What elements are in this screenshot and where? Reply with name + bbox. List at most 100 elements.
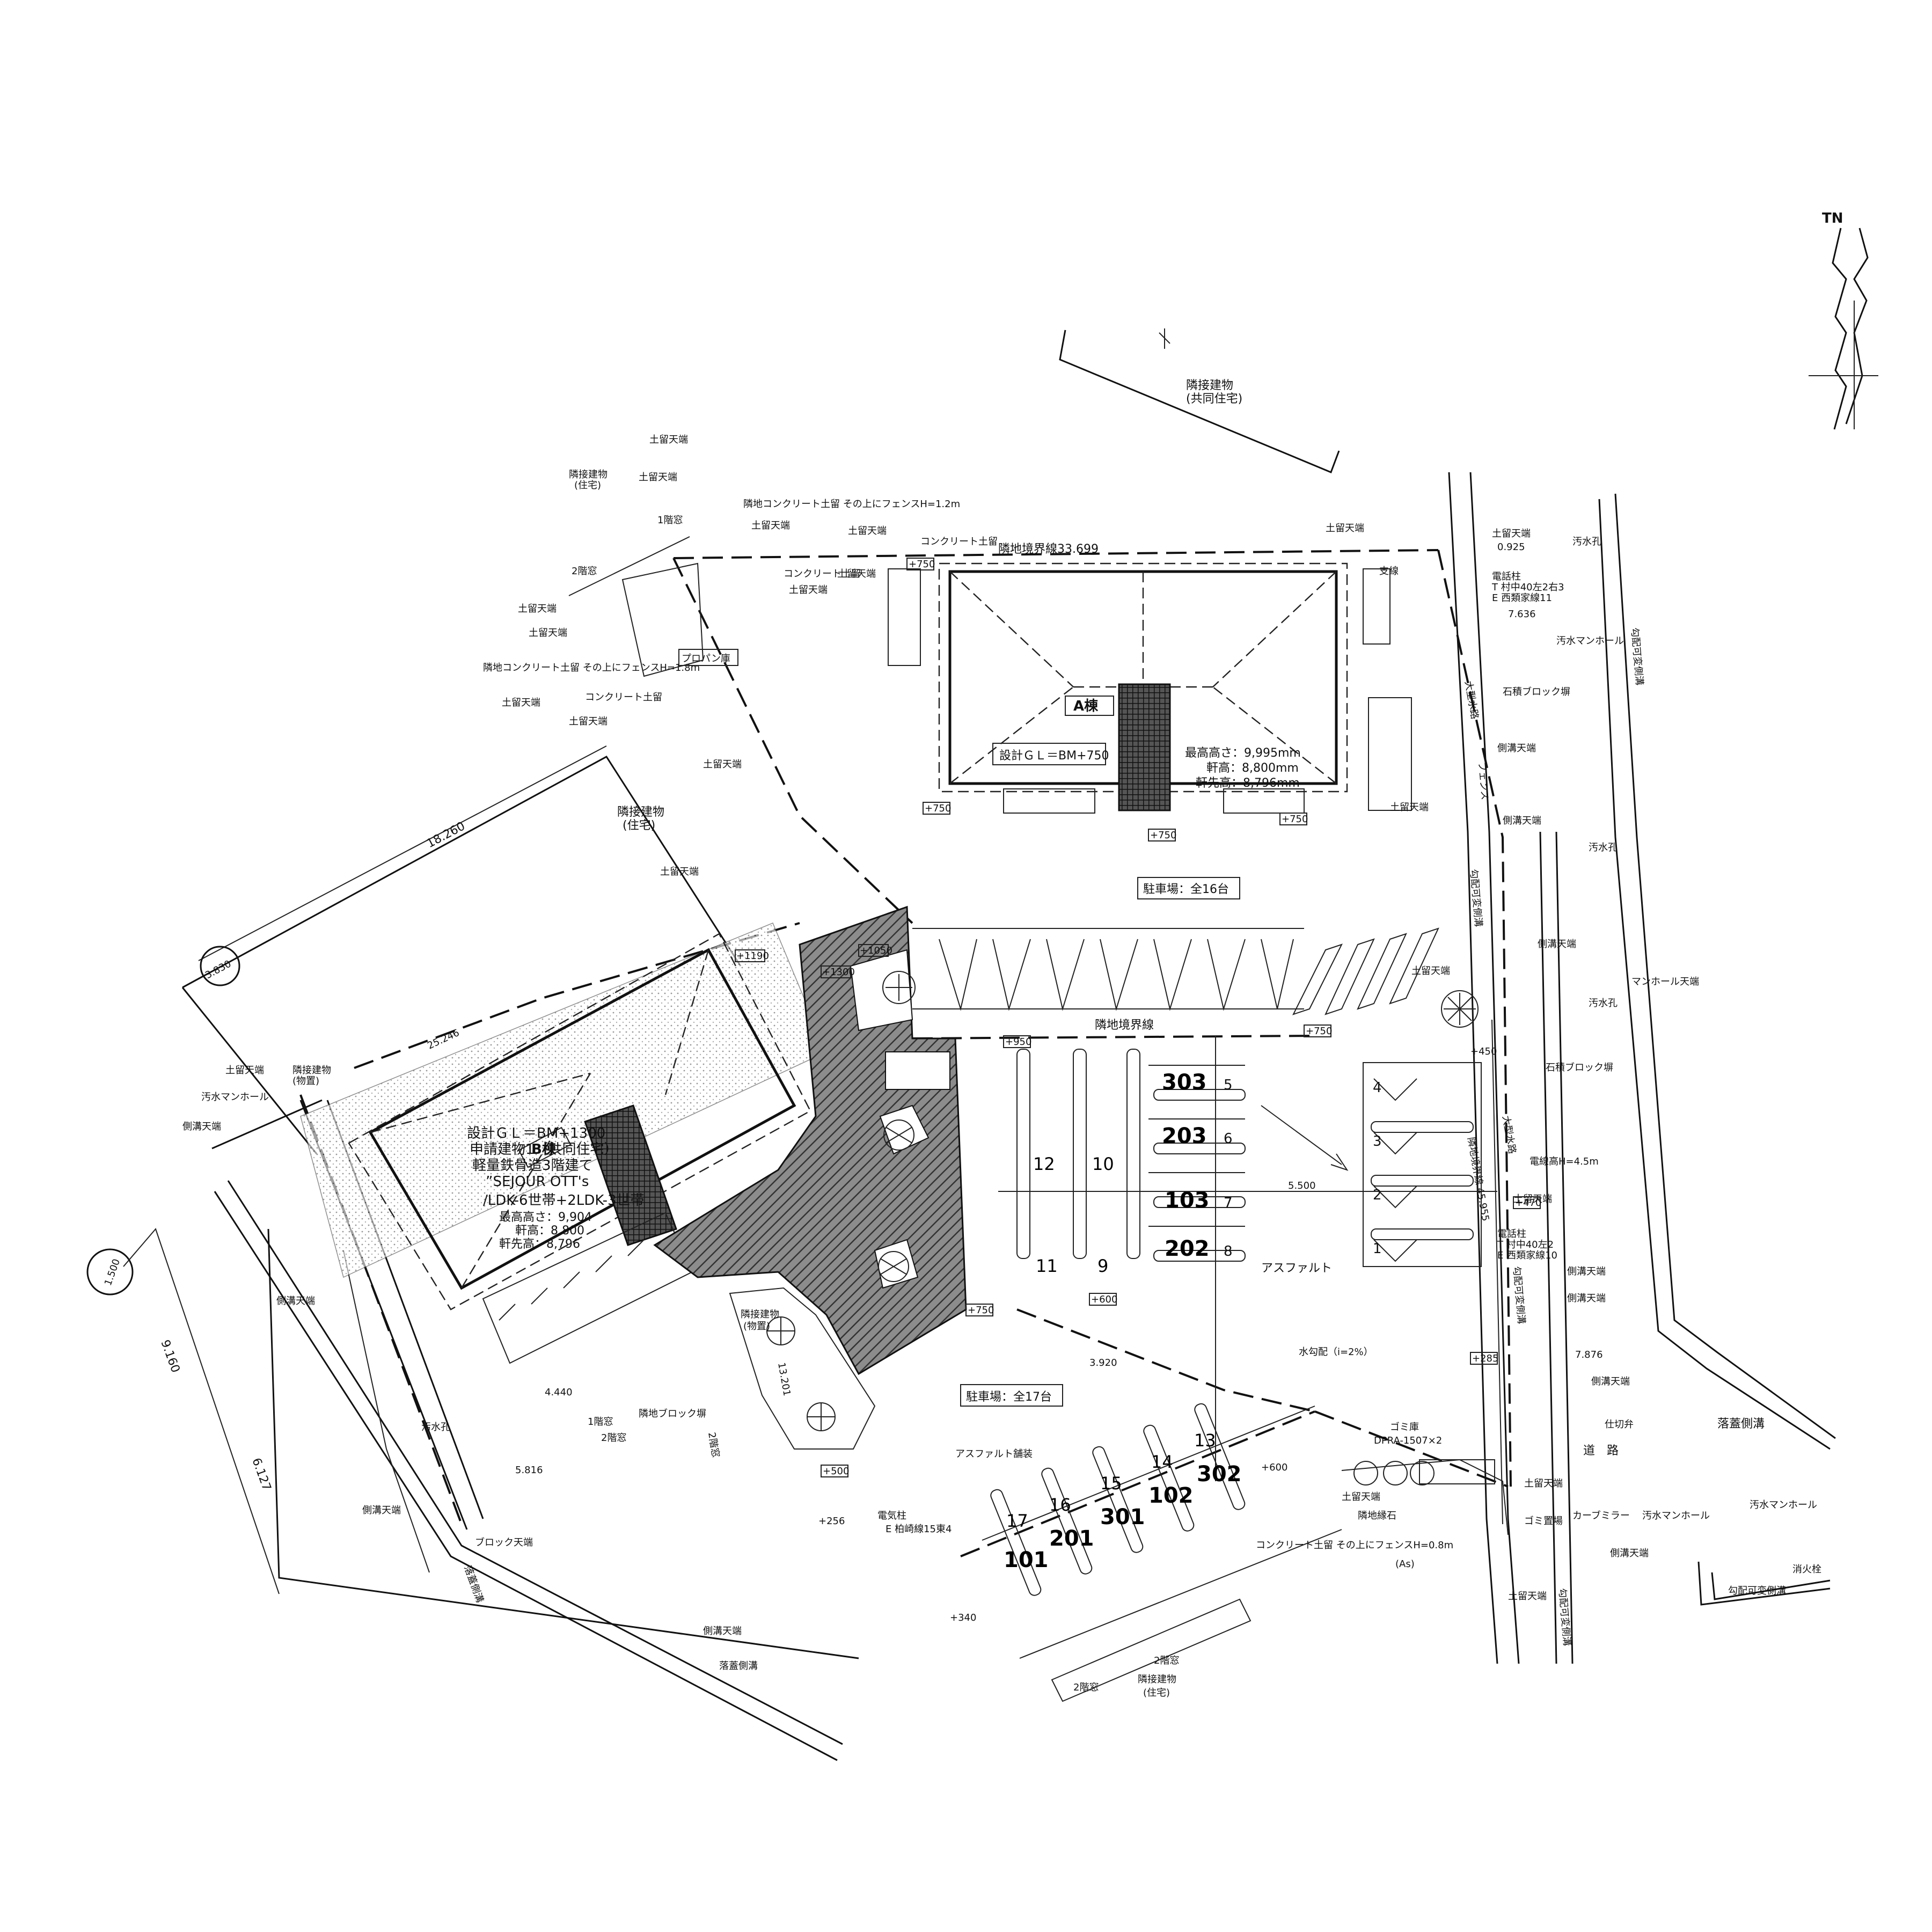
- neighbour-house-type: (住宅): [623, 819, 655, 832]
- window-2f-sw2: 2階窓: [706, 1431, 721, 1458]
- trees: [882, 971, 1479, 1028]
- stall-6: 6: [1224, 1131, 1233, 1147]
- large-waterway-n: 大型水路: [1462, 680, 1480, 720]
- neighbour-house-label: 隣接建物: [617, 806, 664, 819]
- asphalt-paving-label: アスファルト舗装: [955, 1448, 1033, 1460]
- window-1f-nw: 1階窓: [657, 515, 683, 526]
- gate-valve-label: 仕切弁: [1605, 1419, 1634, 1430]
- neighbour-block-wall: 隣地ブロック塀: [639, 1408, 706, 1419]
- retaining-top-nw6: 土留天端: [837, 568, 876, 580]
- building-a-name: A棟: [1073, 698, 1099, 714]
- dim-7636: 7.636: [1508, 609, 1536, 620]
- dim-3920: 3.920: [1089, 1357, 1117, 1368]
- parking-middle-block: 12 10 11 9 303 5 203 6 103 7 202 8 5.500: [998, 1036, 1497, 1481]
- parking-north-label: 駐車場：全16台: [1143, 883, 1229, 896]
- dim-7876: 7.876: [1575, 1349, 1603, 1360]
- telephone-pole-2-t: T 村中40左2: [1497, 1239, 1554, 1250]
- building-b-structure: 軽量鉄骨造3階建て: [472, 1158, 593, 1174]
- window-2f-nw: 2階窓: [572, 566, 597, 577]
- variable-gutter-label-e: 勾配可変側溝: [1511, 1266, 1527, 1324]
- stall-room-302: 13 302: [1194, 1430, 1242, 1487]
- gutter-top-e4: 側溝天端: [1591, 1376, 1630, 1387]
- level-600: +600: [1091, 1294, 1117, 1305]
- telephone-pole-2-label: 電話柱: [1497, 1228, 1526, 1240]
- sewer-manhole-label-se: 汚水マンホール: [1642, 1510, 1710, 1521]
- fire-hydrant-label: 消火栓: [1792, 1564, 1821, 1575]
- building-b-units: /LDK-6世帯+2LDK-3世帯: [483, 1192, 645, 1209]
- gutter-top-e3: 側溝天端: [1567, 1293, 1606, 1304]
- drain-slope-label: 水勾配（i=2%）: [1299, 1346, 1373, 1358]
- stall-room-103: 103 7: [1165, 1188, 1233, 1213]
- retaining-top-label-garbage: 土留天端: [1342, 1491, 1380, 1503]
- stone-block-wall-n: 石積ブロック塀: [1503, 686, 1570, 698]
- northwest-annotations: 土留天端 土留天端 隣接建物 (住宅) 隣地コンクリート土留 その上にフェンスH…: [483, 434, 960, 877]
- stall-room-101: 17 101: [1004, 1511, 1049, 1572]
- stall-room-301: 15 301: [1100, 1473, 1145, 1529]
- telephone-pole-2-e: E 西類家線10: [1497, 1250, 1557, 1261]
- site-boundary: [299, 549, 1512, 1557]
- dim-4440: 4.440: [545, 1387, 573, 1398]
- room-102: 102: [1148, 1483, 1194, 1508]
- garden-island: 隣接建物 (物置): [729, 1287, 876, 1450]
- dim-6127: 6.127: [249, 1457, 273, 1493]
- gutter-top-sw: 側溝天端: [362, 1505, 401, 1516]
- retaining-top-nw3: 土留天端: [751, 520, 790, 531]
- neighbour-apartment-top: 隣接建物 (共同住宅): [1059, 328, 1340, 473]
- boundary-top-label: 隣地境界線33.699: [998, 543, 1099, 556]
- room-202: 202: [1165, 1236, 1210, 1261]
- level-450: +450: [1470, 1046, 1497, 1057]
- east-roads: [1448, 472, 1836, 1664]
- garbage-place-label: ゴミ置場: [1524, 1516, 1563, 1527]
- parking-south-label: 駐車場：全17台: [966, 1391, 1052, 1404]
- manhole-top-label: マンホール天端: [1631, 976, 1699, 987]
- dim-5500: 5.500: [1288, 1180, 1316, 1191]
- covered-gutter-w: 落蓋側溝: [462, 1564, 485, 1605]
- asphalt-abbrev: (As): [1395, 1558, 1415, 1570]
- parking-south-row: 17 101 16 201 15 301 14 102 13 302 駐車場：全…: [955, 1384, 1342, 1659]
- concrete-retaining-nw2: コンクリート土留: [585, 692, 662, 703]
- neighbour-apartment-type: (共同住宅): [1186, 392, 1242, 406]
- stall-number-4: 4: [1373, 1080, 1382, 1096]
- stall-number-2: 2: [1373, 1187, 1382, 1203]
- gutter-top-w1: 側溝天端: [182, 1121, 221, 1132]
- sewer-manhole-w: 汚水マンホール: [201, 1092, 269, 1103]
- window-2f-s2: 2階窓: [1073, 1682, 1099, 1693]
- level-1300: +1300: [822, 967, 855, 978]
- dim-3830: 3.830: [203, 958, 233, 982]
- retaining-top-w1: 土留天端: [225, 1065, 264, 1076]
- gutter-top-w2: 側溝天端: [276, 1296, 315, 1307]
- stall-7: 7: [1224, 1195, 1233, 1211]
- room-101: 101: [1004, 1548, 1049, 1572]
- concrete-retaining-nw: コンクリート土留: [784, 568, 861, 580]
- building-b-product-name: ”SEJOUR OTT's: [486, 1174, 589, 1190]
- variable-gutter-label-s: 勾配可変側溝: [1556, 1588, 1572, 1646]
- electric-pole-label: 電気柱: [877, 1510, 906, 1521]
- building-b-eaves-height: 軒高：8,800: [515, 1224, 584, 1238]
- room-302: 302: [1197, 1462, 1242, 1487]
- retaining-top-nw9: 土留天端: [502, 697, 540, 708]
- variable-gutter-label-ne: 勾配可変側溝: [1629, 627, 1645, 686]
- building-a: A棟 設計ＧＬ＝BM+750 最高高さ：9,995mm 軒高：8,800mm 軒…: [888, 562, 1412, 814]
- concrete-fence-12-label: 隣地コンクリート土留 その上にフェンスH=1.2m: [743, 499, 960, 510]
- stall-number-1: 1: [1373, 1241, 1382, 1257]
- stall-room-203: 203 6: [1162, 1124, 1233, 1148]
- sewer-hole-e: 汚水孔: [1589, 842, 1618, 853]
- retaining-top-nw4: 土留天端: [848, 525, 887, 537]
- asphalt-label: アスファルト: [1261, 1262, 1332, 1275]
- retaining-top-nw8: 土留天端: [529, 627, 567, 639]
- room-203: 203: [1162, 1124, 1207, 1148]
- covered-gutter-s: 落蓋側溝: [719, 1660, 758, 1672]
- neighbour-shed-w-type: (物置): [292, 1075, 319, 1087]
- window-2f-sw: 2階窓: [601, 1432, 626, 1444]
- stall-room-102: 14 102: [1148, 1452, 1194, 1508]
- north-label: TN: [1822, 210, 1843, 226]
- level-500: +500: [823, 1466, 849, 1477]
- stall-number-11: 11: [1036, 1256, 1058, 1276]
- building-b-design-gl: 設計ＧＬ＝BM+1300: [467, 1125, 605, 1141]
- shed-type: (物置): [743, 1321, 770, 1332]
- building-a-design-gl: 設計ＧＬ＝BM+750: [999, 749, 1109, 763]
- level-950: +950: [1005, 1036, 1031, 1048]
- dim-5816: 5.816: [515, 1465, 543, 1476]
- neighbour-house-s-label: 隣接建物: [1138, 1674, 1176, 1685]
- gutter-top-e2: 側溝天端: [1567, 1266, 1606, 1277]
